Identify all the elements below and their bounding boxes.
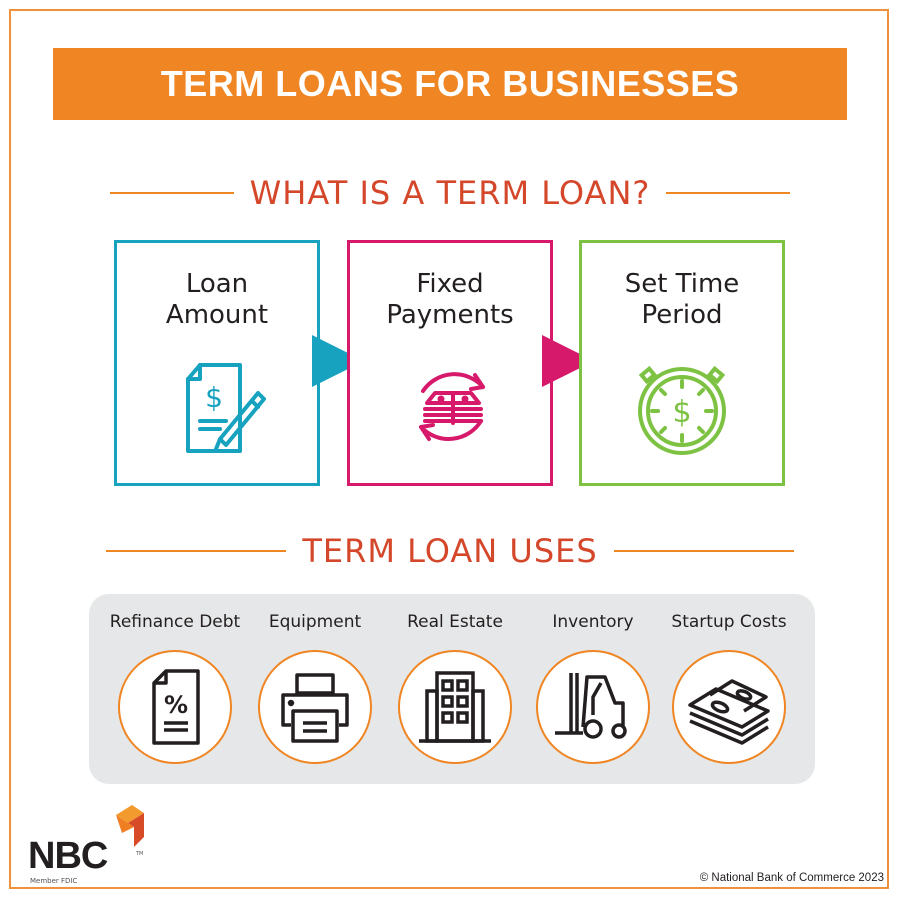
step-label: Set Time Period xyxy=(582,269,782,331)
step-label: Loan Amount xyxy=(117,269,317,331)
svg-text:$: $ xyxy=(672,395,691,430)
use-startup-costs: Startup Costs xyxy=(659,612,799,764)
signed-document-dollar-icon: $ xyxy=(162,351,272,465)
building-icon xyxy=(398,650,512,764)
use-label: Startup Costs xyxy=(671,612,787,632)
step-label-line1: Fixed xyxy=(416,269,484,299)
outer-frame xyxy=(9,9,889,889)
logo-cube-icon xyxy=(116,805,144,847)
use-label: Equipment xyxy=(268,612,362,632)
svg-text:$: $ xyxy=(205,381,223,414)
uses-panel: Refinance Debt % Equipment Real Es xyxy=(89,594,815,784)
step-label-line2: Amount xyxy=(165,300,269,330)
use-real-estate: Real Estate xyxy=(385,612,525,764)
title-banner: TERM LOANS FOR BUSINESSES xyxy=(53,48,847,120)
step-fixed-payments: Fixed Payments xyxy=(347,240,553,486)
forklift-icon xyxy=(536,650,650,764)
step-label-line2: Period xyxy=(641,300,723,330)
divider-left xyxy=(109,192,234,194)
logo-text: NBC xyxy=(28,835,108,877)
section-heading: TERM LOAN USES xyxy=(302,532,598,570)
divider-right xyxy=(613,550,794,552)
step-loan-amount: Loan Amount $ xyxy=(114,240,320,486)
use-label: Refinance Debt xyxy=(109,612,241,632)
step-label-line1: Set Time xyxy=(624,269,740,299)
stopwatch-dollar-icon: $ xyxy=(627,351,737,465)
printer-icon xyxy=(258,650,372,764)
svg-text:%: % xyxy=(164,691,188,719)
section-what-is-heading: WHAT IS A TERM LOAN? xyxy=(0,174,900,212)
member-fdic: Member FDIC xyxy=(30,877,78,885)
divider-left xyxy=(106,550,287,552)
section-uses-heading: TERM LOAN USES xyxy=(0,532,900,570)
use-equipment: Equipment xyxy=(245,612,385,764)
step-label-line1: Loan xyxy=(185,269,249,299)
step-set-time-period: Set Time Period $ xyxy=(579,240,785,486)
trademark: TM xyxy=(136,851,144,857)
use-label: Inventory xyxy=(552,612,634,632)
money-cycle-icon xyxy=(395,351,505,465)
step-label-line2: Payments xyxy=(386,300,514,330)
nbc-logo: NBC TM Member FDIC xyxy=(28,805,158,885)
use-refinance-debt: Refinance Debt % xyxy=(105,612,245,764)
use-label: Real Estate xyxy=(407,612,503,632)
section-heading: WHAT IS A TERM LOAN? xyxy=(249,174,651,212)
use-inventory: Inventory xyxy=(523,612,663,764)
money-stack-icon xyxy=(672,650,786,764)
page-title: TERM LOANS FOR BUSINESSES xyxy=(160,63,740,104)
copyright-text: © National Bank of Commerce 2023 xyxy=(699,872,884,884)
divider-right xyxy=(666,192,791,194)
step-label: Fixed Payments xyxy=(350,269,550,331)
percent-document-icon: % xyxy=(118,650,232,764)
